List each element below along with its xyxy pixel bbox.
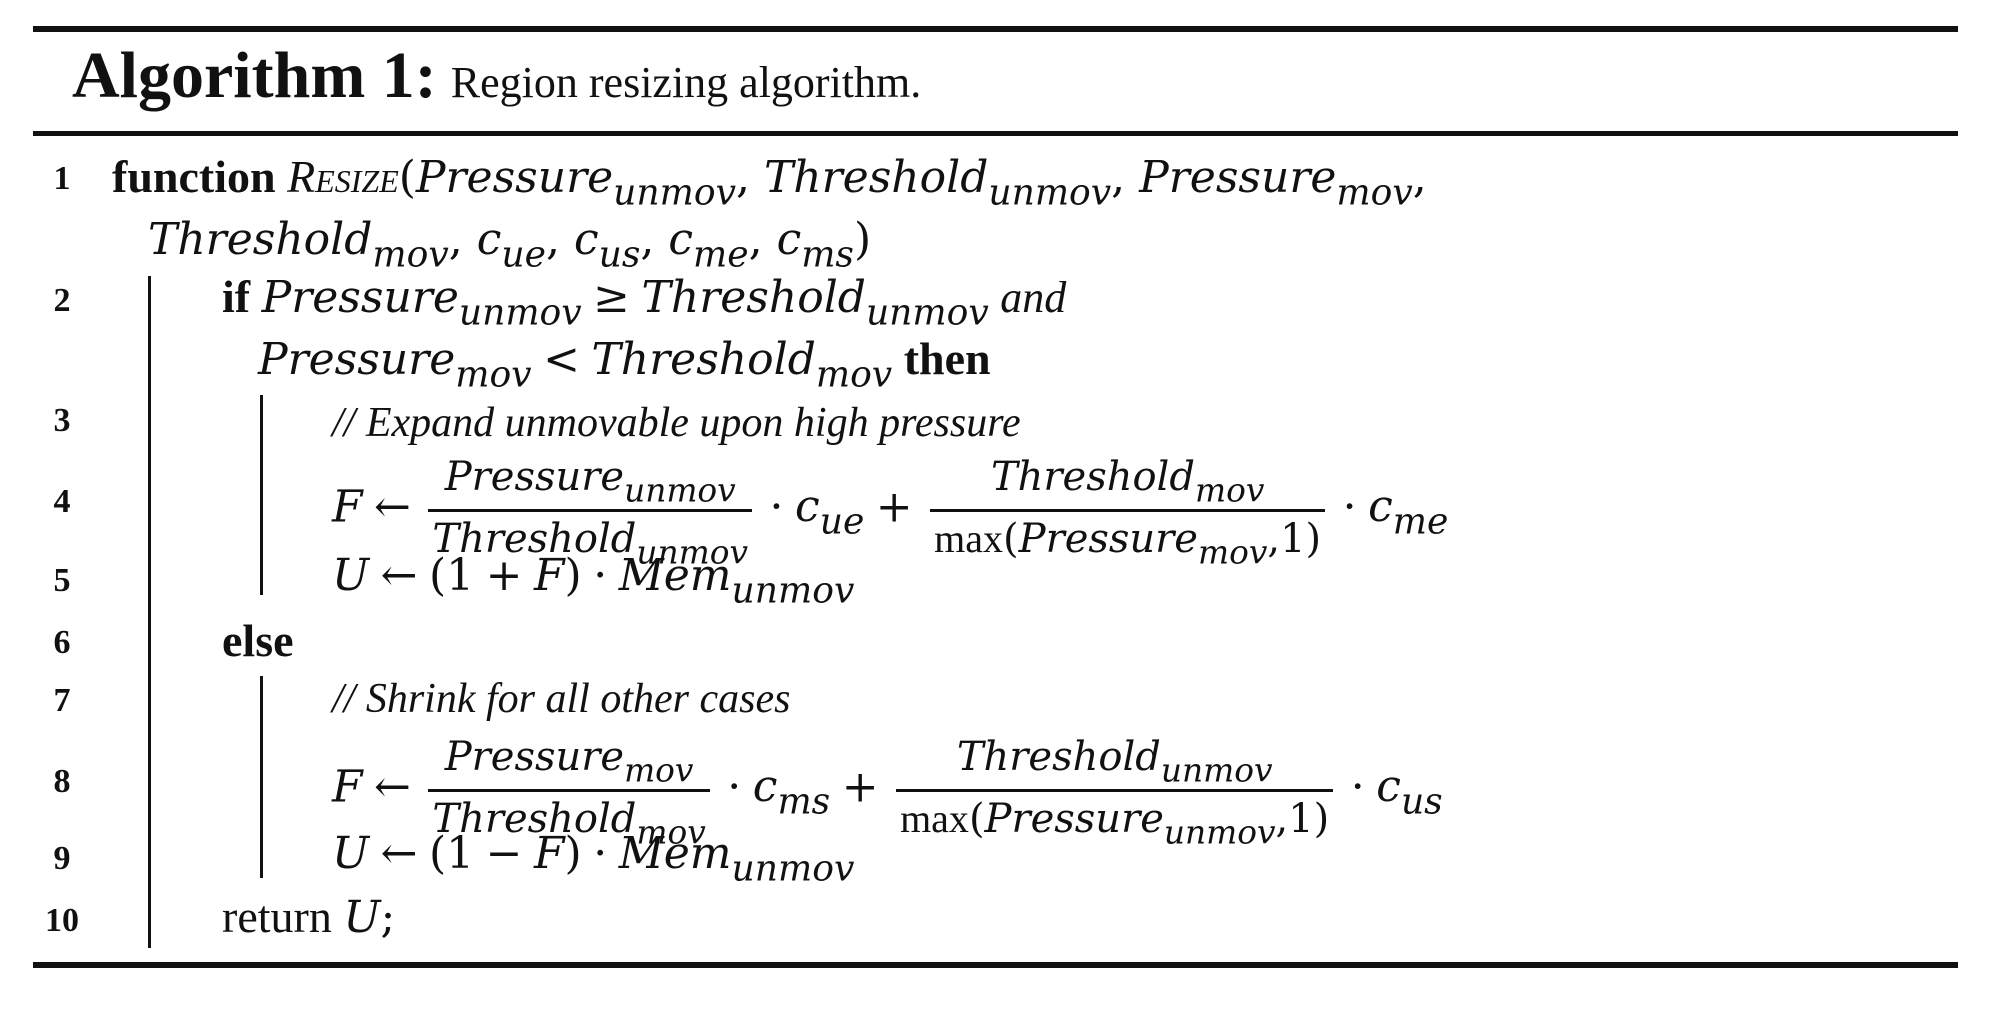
line-number: 3	[53, 402, 71, 439]
line-number: 7	[53, 682, 71, 719]
line-1-cont: Thresholdmov, cue, cus, cme, cms)	[148, 214, 872, 276]
line-4: F ← Pressureunmov Thresholdunmov · cue +…	[332, 452, 1449, 572]
line-5: U ← (1 + F) · Memunmov	[332, 550, 855, 612]
comment-shrink: // Shrink for all other cases	[332, 676, 791, 722]
function-block-bar	[148, 276, 151, 948]
line-number: 10	[45, 902, 79, 939]
line-2-cont: Pressuremov < Thresholdmov then	[258, 333, 991, 396]
fraction: Thresholdunmov max(Pressureunmov,1)	[896, 732, 1334, 850]
function-name: Resize	[287, 151, 399, 202]
line-10: return U;	[222, 891, 396, 943]
top-rule	[33, 26, 1958, 32]
else-block-bar	[260, 676, 263, 878]
line-number: 1	[53, 160, 71, 197]
line-9: U ← (1 − F) · Memunmov	[332, 828, 855, 890]
fraction: Thresholdmov max(Pressuremov,1)	[930, 452, 1326, 570]
algorithm-title: Algorithm 1: Region resizing algorithm.	[72, 38, 921, 114]
bottom-rule	[33, 962, 1958, 968]
line-6: else	[222, 615, 294, 666]
line-8: F ← Pressuremov Thresholdmov · cms + Thr…	[332, 732, 1443, 852]
line-2: if Pressureunmov ≥ Thresholdunmov and	[222, 271, 1067, 334]
line-3: // Expand unmovable upon high pressure	[332, 398, 1021, 444]
fraction: Pressuremov Thresholdmov	[428, 732, 710, 850]
line-number: 8	[53, 763, 71, 800]
comment-expand: // Expand unmovable upon high pressure	[332, 400, 1021, 446]
line-1: function Resize(Pressureunmov, Threshold…	[112, 151, 1427, 214]
line-number: 5	[53, 562, 71, 599]
algorithm-caption: Region resizing algorithm.	[450, 58, 922, 107]
fraction: Pressureunmov Thresholdunmov	[428, 452, 753, 570]
if-block-bar	[260, 395, 263, 595]
line-number: 9	[53, 840, 71, 877]
algorithm-label: Algorithm 1:	[72, 39, 437, 112]
line-number: 4	[53, 483, 71, 520]
line-number: 2	[53, 282, 71, 319]
line-7: // Shrink for all other cases	[332, 674, 790, 720]
line-number: 6	[53, 624, 71, 661]
caption-rule	[33, 131, 1958, 136]
